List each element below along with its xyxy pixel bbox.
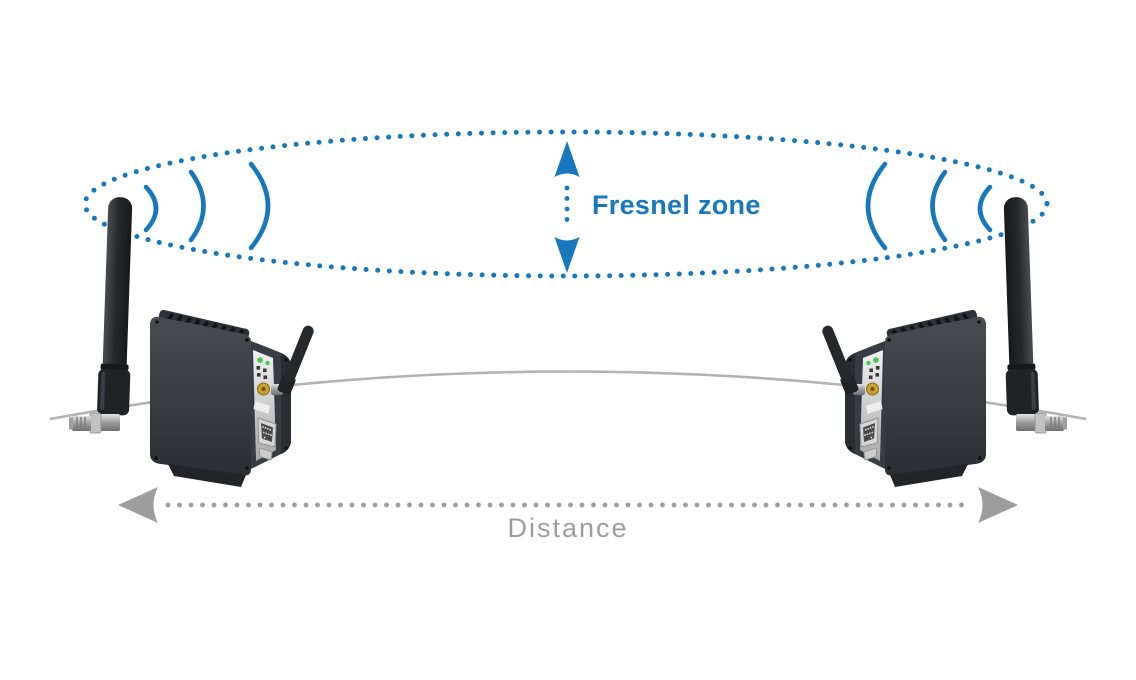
- whip-antenna: [271, 325, 314, 395]
- distance-label: Distance: [507, 513, 629, 543]
- signal-waves-icon: [143, 161, 271, 251]
- distance-arrow: [118, 487, 1018, 523]
- radio-modem-device: [150, 309, 314, 487]
- left-station: [69, 161, 314, 487]
- external-antenna: [97, 197, 133, 419]
- fresnel-zone-label: Fresnel zone: [592, 190, 761, 220]
- fresnel-zone-ellipse: [82, 129, 1050, 279]
- fresnel-height-arrow: [554, 141, 580, 273]
- front-panel-details: [154, 320, 288, 470]
- antenna-elbow-connector: [69, 412, 120, 434]
- right-station: [819, 164, 1067, 487]
